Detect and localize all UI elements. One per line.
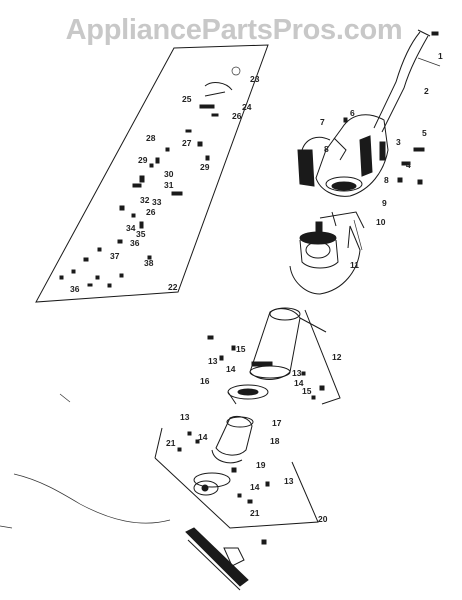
- callout-4: 4: [406, 160, 411, 170]
- small-parts: [59, 66, 241, 288]
- callout-25: 25: [182, 94, 192, 104]
- callout-14: 14: [250, 482, 260, 492]
- callout-13: 13: [180, 412, 190, 422]
- lower-fan: [177, 431, 270, 504]
- callout-36: 36: [70, 284, 80, 294]
- callout-34: 34: [126, 223, 136, 233]
- callout-26: 26: [232, 111, 242, 121]
- callout-31: 31: [164, 180, 174, 190]
- callout-28: 28: [146, 133, 156, 143]
- seal-ring: [227, 384, 269, 405]
- callout-12: 12: [332, 352, 342, 362]
- callout-7: 7: [320, 117, 325, 127]
- callout-35: 35: [136, 229, 146, 239]
- callout-26: 26: [146, 207, 156, 217]
- nozzle-brush: [185, 527, 267, 591]
- callout-16: 16: [200, 376, 210, 386]
- callout-27: 27: [182, 138, 192, 148]
- callout-1: 1: [438, 51, 443, 61]
- motor-fan: [299, 211, 365, 269]
- callout-15: 15: [302, 386, 312, 396]
- callout-11: 11: [350, 260, 359, 270]
- hardware-kit-sheet: [35, 44, 269, 303]
- callout-14: 14: [198, 432, 208, 442]
- callout-17: 17: [272, 418, 282, 428]
- callout-18: 18: [270, 436, 280, 446]
- callout-13: 13: [292, 368, 302, 378]
- callout-2: 2: [424, 86, 429, 96]
- callout-21: 21: [250, 508, 260, 518]
- upper-housing: [297, 114, 425, 197]
- callout-8: 8: [384, 175, 389, 185]
- callout-19: 19: [256, 460, 266, 470]
- callout-23: 23: [250, 74, 260, 84]
- callout-5: 5: [422, 128, 427, 138]
- lower-base-plate: [154, 427, 319, 529]
- callout-8: 8: [324, 144, 329, 154]
- motor-canister: [207, 307, 341, 405]
- power-cord: [0, 393, 171, 529]
- callout-21: 21: [166, 438, 176, 448]
- callout-29: 29: [138, 155, 148, 165]
- callout-32: 32: [140, 195, 150, 205]
- callout-38: 38: [144, 258, 154, 268]
- callout-9: 9: [382, 198, 387, 208]
- lower-cylinder: [211, 415, 254, 464]
- callout-14: 14: [294, 378, 304, 388]
- callout-37: 37: [110, 251, 120, 261]
- callout-30: 30: [164, 169, 174, 179]
- callout-33: 33: [152, 197, 162, 207]
- callout-15: 15: [236, 344, 246, 354]
- callout-13: 13: [208, 356, 218, 366]
- callout-24: 24: [242, 102, 252, 112]
- dust-bag-housing: [289, 219, 363, 295]
- callout-20: 20: [318, 514, 328, 524]
- callout-3: 3: [396, 137, 401, 147]
- callout-13: 13: [284, 476, 294, 486]
- callout-29: 29: [200, 162, 210, 172]
- callout-14: 14: [226, 364, 236, 374]
- callout-22: 22: [168, 282, 178, 292]
- callout-36: 36: [130, 238, 140, 248]
- callout-6: 6: [350, 108, 355, 118]
- watermark: AppliancePartsPros.com: [65, 14, 403, 46]
- callout-10: 10: [376, 217, 386, 227]
- handle-tube: [373, 29, 441, 133]
